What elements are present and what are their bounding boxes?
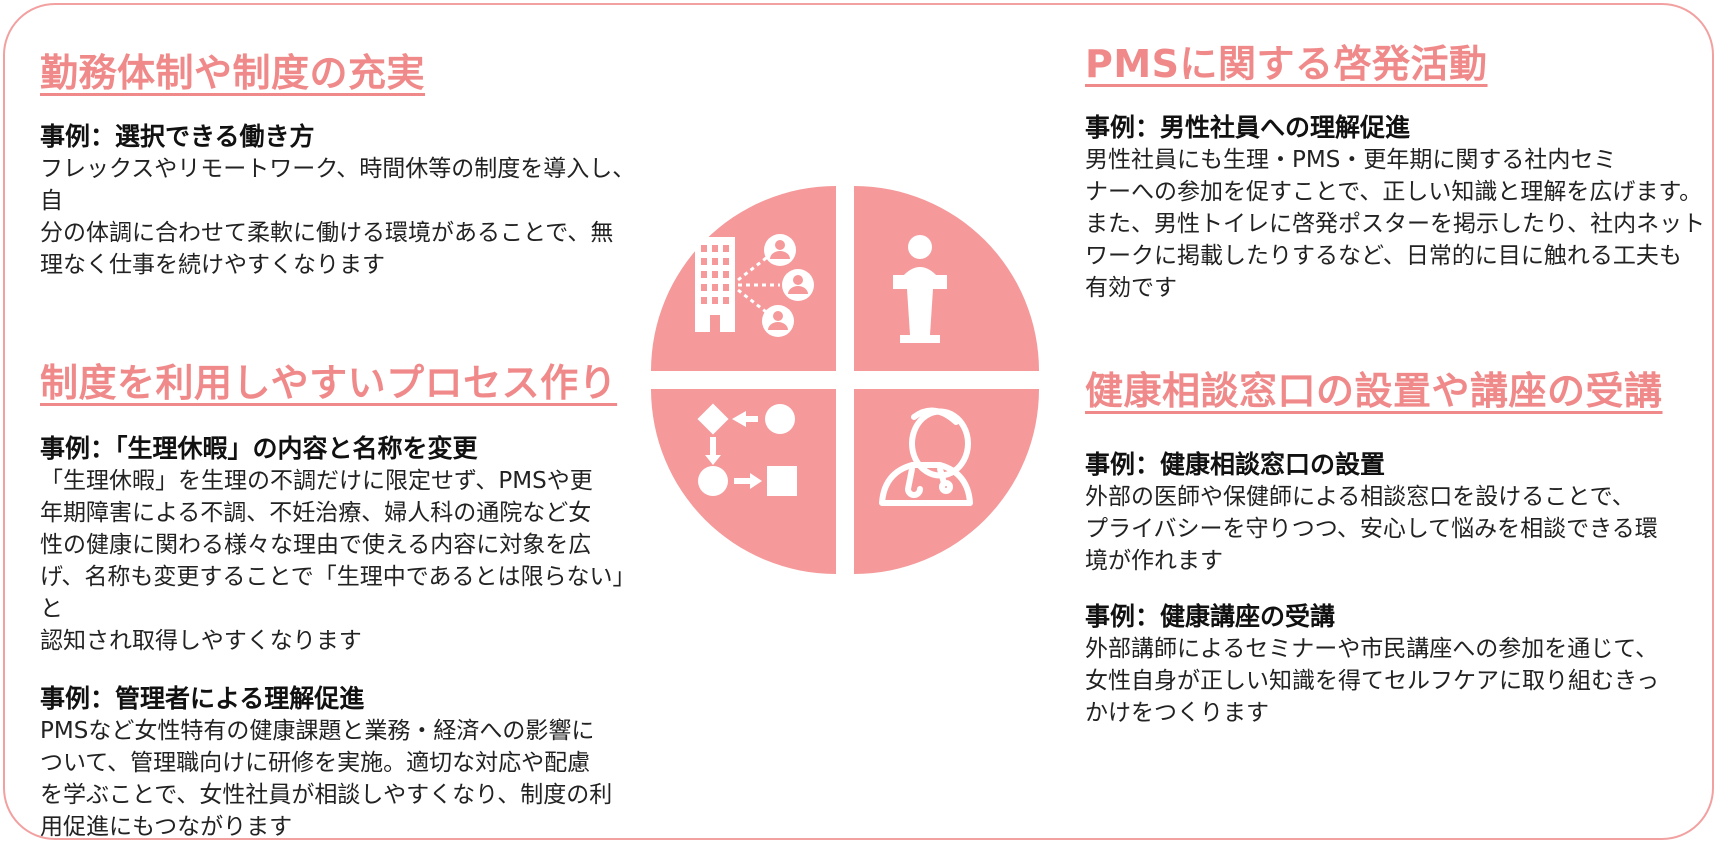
example-heading: 事例：男性社員への理解促進 (1085, 113, 1411, 142)
text-line: 外部講師によるセミナーや市民講座への参加を通じて、 (1085, 636, 1659, 662)
text-line: 女性自身が正しい知識を得てセルフケアに取り組むきっ (1085, 668, 1660, 694)
example-heading: 事例：管理者による理解促進 (40, 684, 365, 713)
text-line: ワークに掲載したりするなど、日常的に目に触れる工夫も (1085, 243, 1682, 269)
example-block: 事例：健康相談窓口の設置 外部の医師や保健師による相談窓口を設けることで、 プラ… (1085, 449, 1695, 577)
example-heading: 事例：「生理休暇」の内容と名称を変更 (40, 434, 478, 463)
quadrant-circle-diagram (651, 186, 1039, 574)
section-title: 制度を利用しやすいプロセス作り (40, 361, 618, 405)
example-block: 事例：「生理休暇」の内容と名称を変更 「生理休暇」を生理の不調だけに限定せず、P… (40, 433, 640, 657)
podium-speaker-icon (893, 235, 947, 343)
example-block: 事例：選択できる働き方 フレックスやリモートワーク、時間休等の制度を導入し、自 … (40, 121, 640, 281)
text-line: 性の健康に関わる様々な理由で使える内容に対象を広 (40, 532, 592, 558)
text-line: かけをつくります (1085, 700, 1269, 726)
person-icon (782, 269, 814, 301)
text-line: プライバシーを守りつつ、安心して悩みを相談できる環 (1085, 516, 1658, 542)
person-icon (762, 305, 794, 337)
example-text: フレックスやリモートワーク、時間休等の制度を導入し、自 分の体調に合わせて柔軟に… (40, 153, 640, 281)
text-line: 境が作れます (1085, 548, 1223, 574)
text-line: 男性社員にも生理・PMS・更年期に関する社内セミ (1085, 147, 1617, 173)
text-line: 「生理休暇」を生理の不調だけに限定せず、PMSや更 (40, 468, 593, 494)
text-line: 認知され取得しやすくなります (40, 628, 362, 654)
example-text: PMSなど女性特有の健康課題と業務・経済への影響に ついて、管理職向けに研修を実… (40, 715, 640, 843)
section-awareness: PMSに関する啓発活動 事例：男性社員への理解促進 男性社員にも生理・PMS・更… (1085, 33, 1710, 304)
text-line: フレックスやリモートワーク、時間休等の制度を導入し、自 (40, 156, 636, 214)
doctor-icon (879, 407, 973, 506)
example-block: 事例：男性社員への理解促進 男性社員にも生理・PMS・更年期に関する社内セミ ナ… (1085, 112, 1710, 304)
section-work-system: 勤務体制や制度の充実 事例：選択できる働き方 フレックスやリモートワーク、時間休… (40, 42, 640, 281)
text-line: ついて、管理職向けに研修を実施。適切な対応や配慮 (40, 750, 591, 776)
section-title: 勤務体制や制度の充実 (40, 51, 426, 95)
example-text: 「生理休暇」を生理の不調だけに限定せず、PMSや更 年期障害による不調、不妊治療… (40, 465, 640, 657)
example-text: 外部講師によるセミナーや市民講座への参加を通じて、 女性自身が正しい知識を得てセ… (1085, 633, 1695, 729)
text-line: PMSなど女性特有の健康課題と業務・経済への影響に (40, 718, 595, 744)
example-heading: 事例：健康講座の受講 (1085, 602, 1336, 631)
text-line: 理なく仕事を続けやすくなります (40, 252, 385, 278)
outer-frame (3, 3, 1714, 840)
text-line: ナーへの参加を促すことで、正しい知識と理解を広げます。 (1085, 179, 1703, 205)
text-line: を学ぶことで、女性社員が相談しやすくなり、制度の利 (40, 782, 613, 808)
text-line: げ、名称も変更することで「生理中であるとは限らない」と (40, 564, 636, 622)
section-title: 健康相談窓口の設置や講座の受講 (1085, 369, 1663, 413)
section-title: PMSに関する啓発活動 (1085, 42, 1488, 86)
text-line: 外部の医師や保健師による相談窓口を設けることで、 (1085, 484, 1635, 510)
example-heading: 事例：選択できる働き方 (40, 122, 315, 151)
text-line: 年期障害による不調、不妊治療、婦人科の通院など女 (40, 500, 592, 526)
office-network-icon (695, 234, 814, 337)
example-block: 事例：健康講座の受講 外部講師によるセミナーや市民講座への参加を通じて、 女性自… (1085, 601, 1695, 729)
person-icon (764, 234, 796, 266)
text-line: 有効です (1085, 275, 1177, 301)
section-process: 制度を利用しやすいプロセス作り 事例：「生理休暇」の内容と名称を変更 「生理休暇… (40, 352, 640, 843)
text-line: 用促進にもつながります (40, 814, 293, 840)
example-text: 男性社員にも生理・PMS・更年期に関する社内セミ ナーへの参加を促すことで、正し… (1085, 144, 1710, 304)
example-heading: 事例：健康相談窓口の設置 (1085, 450, 1386, 479)
example-text: 外部の医師や保健師による相談窓口を設けることで、 プライバシーを守りつつ、安心し… (1085, 481, 1695, 577)
section-consultation: 健康相談窓口の設置や講座の受講 事例：健康相談窓口の設置 外部の医師や保健師によ… (1085, 360, 1695, 729)
text-line: また、男性トイレに啓発ポスターを掲示したり、社内ネット (1085, 211, 1706, 237)
example-block: 事例：管理者による理解促進 PMSなど女性特有の健康課題と業務・経済への影響に … (40, 683, 640, 843)
text-line: 分の体調に合わせて柔軟に働ける環境があることで、無 (40, 220, 614, 246)
